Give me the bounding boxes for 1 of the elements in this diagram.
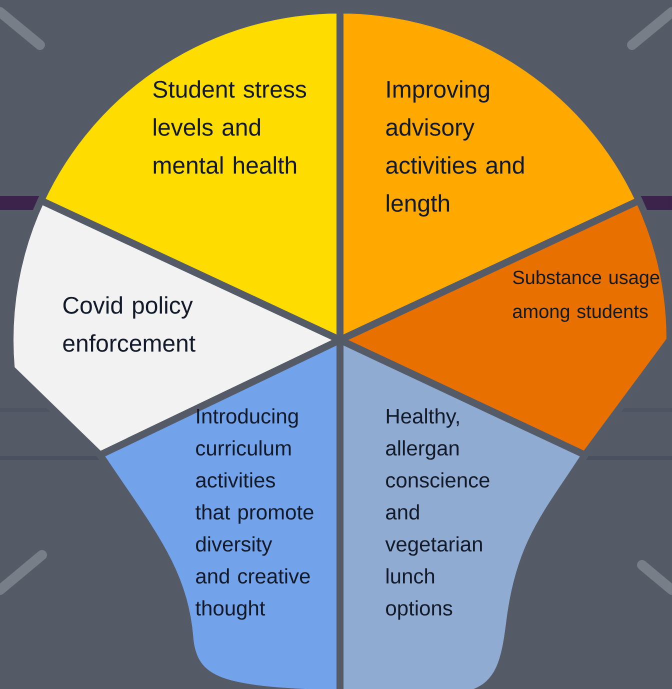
- bulb-segment: Healthy, allergan conscience and vegetarian lunch options: [336, 336, 588, 689]
